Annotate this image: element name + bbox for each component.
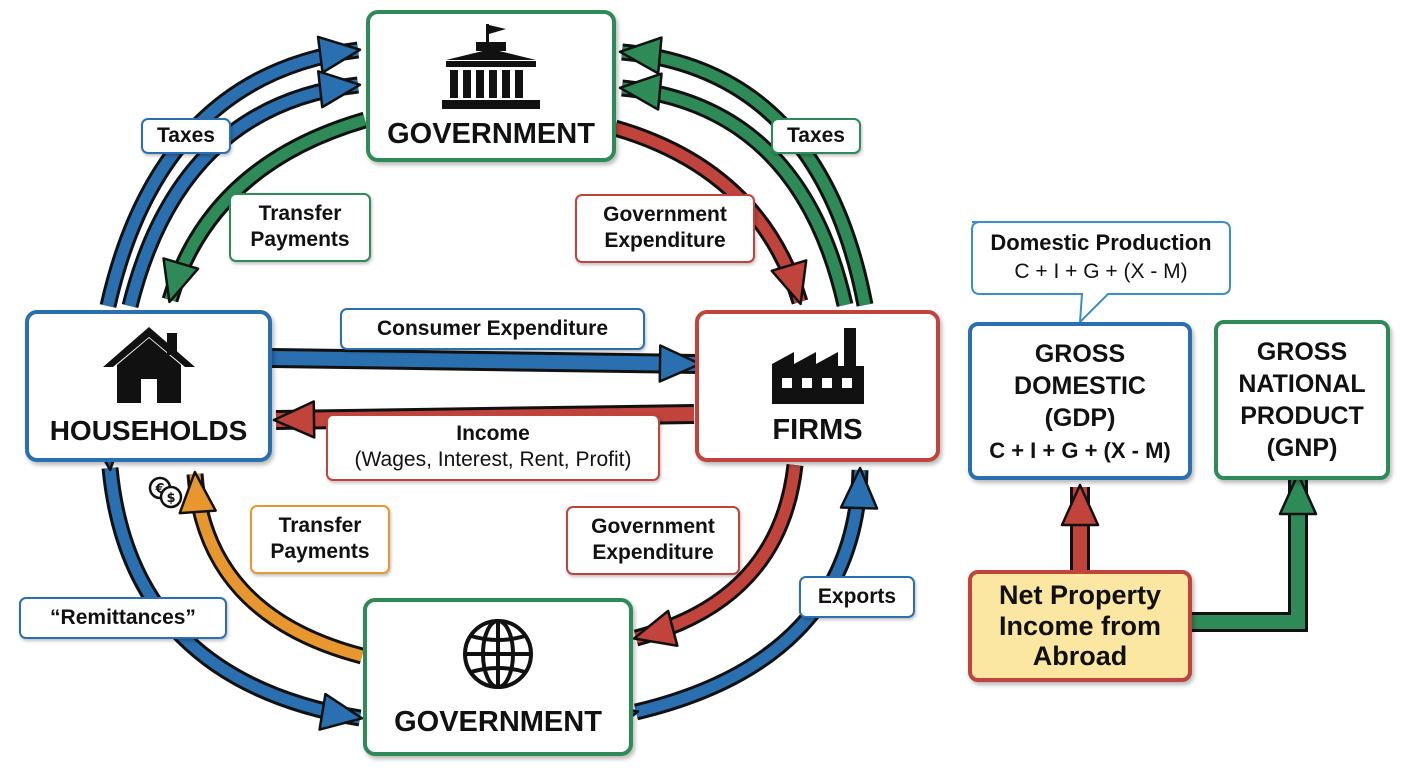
label-transfer-bottom-line1: Transfer [278,514,362,537]
globe-icon [463,618,533,689]
gnp-line2: NATIONAL [1238,370,1366,398]
arrow-taxes-firms-to-government [618,36,874,307]
label-transfer-payments-top: Transfer Payments [229,193,371,262]
label-gov-exp-top-line1: Government [603,203,727,226]
gnp-line1: GROSS [1256,338,1348,366]
label-transfer-top-line2: Payments [250,228,350,252]
house-icon [102,327,195,403]
households-title: HOUSEHOLDS [49,415,248,446]
factory-icon [771,327,864,404]
label-gov-expenditure-top: Government Expenditure [575,194,755,263]
label-taxes-left: Taxes [141,118,231,155]
svg-text:€: € [154,482,164,497]
callout-title: Domestic Production [990,230,1211,255]
label-transfer-payments-bottom: Transfer Payments [250,505,390,574]
net-property-line2: Income from [998,610,1162,641]
label-transfer-bottom-line2: Payments [270,540,370,564]
gdp-line3: (GDP) [1044,404,1116,432]
label-income-line2: (Wages, Interest, Rent, Profit) [354,448,632,472]
net-property-node: Net Property Income from Abroad [968,570,1192,682]
domestic-production-callout: Domestic Production C + I + G + (X - M) [971,221,1231,325]
government-bottom-title: GOVERNMENT [394,705,602,738]
arrow-transfer-government-to-households [161,111,368,304]
government-top-node: GOVERNMENT [366,10,616,162]
label-gov-exp-top-line2: Expenditure [604,229,726,253]
gdp-line2: DOMESTIC [1014,372,1146,400]
net-property-line3: Abroad [1032,641,1128,672]
label-income-line1: Income [456,422,530,445]
label-transfer-top-line1: Transfer [258,202,342,225]
label-gov-exp-bottom-line1: Government [591,515,715,538]
firms-node: FIRMS [695,310,940,462]
arrow-net-property-to-gnp [1192,472,1318,632]
label-gov-exp-bottom-line2: Expenditure [592,541,714,565]
gdp-line1: GROSS [1034,340,1126,368]
label-gov-expenditure-bottom: Government Expenditure [566,506,740,575]
label-remittances: “Remittances” [19,597,227,640]
firms-title: FIRMS [772,413,863,446]
label-income: Income (Wages, Interest, Rent, Profit) [326,414,660,481]
currency-coins-icon: € $ [148,476,183,509]
gdp-node: GROSS DOMESTIC (GDP) C + I + G + (X - M) [968,322,1192,480]
arrow-gov-expenditure-to-firms [612,119,809,306]
svg-text:$: $ [166,491,175,506]
government-top-title: GOVERNMENT [387,117,595,150]
gdp-formula: C + I + G + (X - M) [989,438,1171,463]
gnp-line4: (GNP) [1266,434,1338,462]
label-exports: Exports [799,576,915,619]
arrow-exports [593,466,879,740]
label-consumer-expenditure: Consumer Expenditure [340,308,645,351]
gnp-line3: PRODUCT [1240,402,1364,430]
arrow-consumer-expenditure [271,344,702,383]
arrow-transfer-bottom [178,470,365,665]
gnp-node: GROSS NATIONAL PRODUCT (GNP) [1214,320,1390,480]
label-taxes-right: Taxes [771,118,861,155]
callout-formula: C + I + G + (X - M) [1014,260,1187,283]
government-bottom-node: GOVERNMENT [363,598,633,756]
households-node: HOUSEHOLDS [25,310,272,462]
net-property-line1: Net Property [998,580,1162,611]
capitol-building-icon [442,23,540,109]
arrow-taxes-households-to-government [99,35,362,309]
